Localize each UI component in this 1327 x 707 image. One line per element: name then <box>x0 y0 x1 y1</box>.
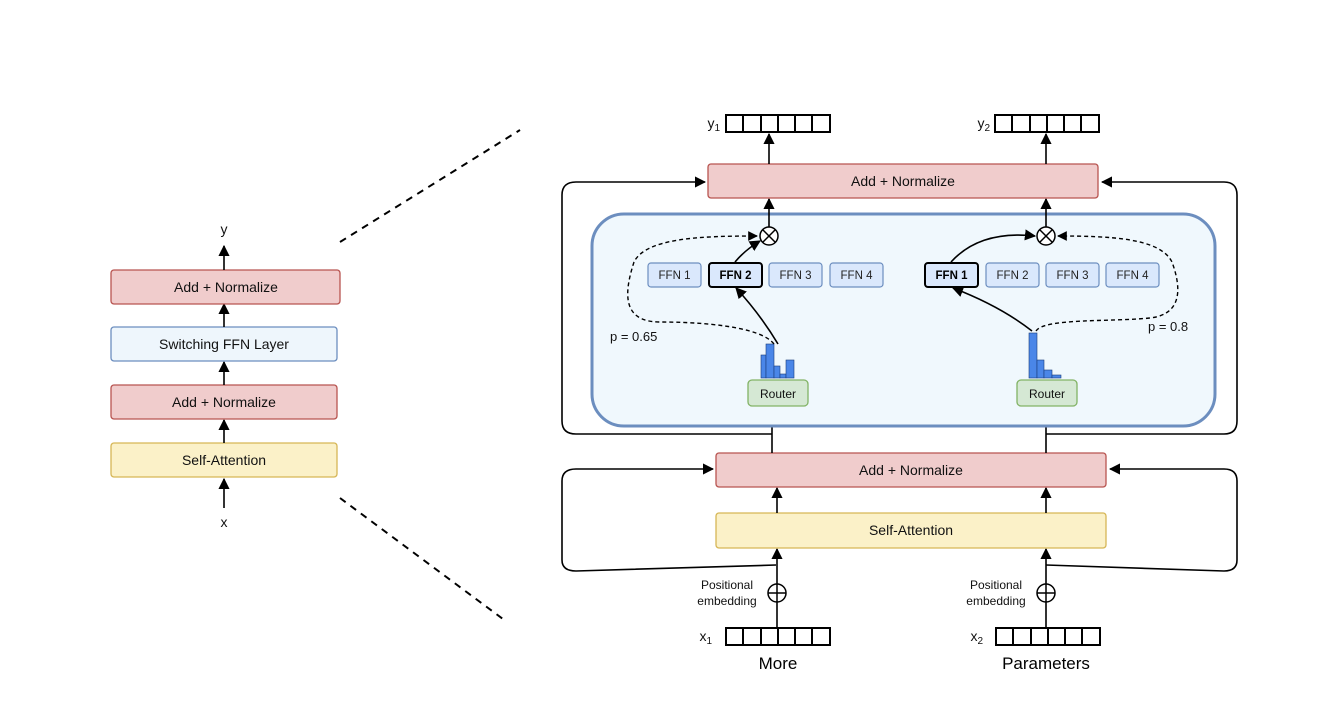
token1-multiply-icon <box>759 226 779 246</box>
token2-expert-ffn-1-label: FFN 1 <box>936 270 969 282</box>
token1-expert-ffn-2-selected <box>708 262 763 288</box>
token2-input-vector <box>995 627 1101 646</box>
left-output-label: y <box>221 221 228 237</box>
token1-expert-ffn-2-label: FFN 2 <box>720 270 752 282</box>
token2-experts: FFN 1 FFN 2 FFN 3 FFN 4 <box>924 262 1160 288</box>
token1-posemb-label-1: Positional <box>701 578 753 592</box>
token2-expert-ffn-3 <box>1045 262 1100 288</box>
left-add-normalize-bottom-label: Add + Normalize <box>172 394 276 410</box>
token1-router-box <box>747 379 809 407</box>
token2-posemb-label-2: embedding <box>966 594 1025 608</box>
token2-expert-ffn-1-selected <box>924 262 979 288</box>
residual-upper-left <box>561 176 772 435</box>
token2-output-label: y2 <box>977 115 990 134</box>
token2-probability-label: p = 0.8 <box>1148 319 1188 334</box>
token1-expert-ffn-4 <box>829 262 884 288</box>
token1-probability-label: p = 0.65 <box>610 329 657 344</box>
token2-router-label: Router <box>1029 387 1065 401</box>
token1-gate-path <box>627 231 775 345</box>
token2-word: Parameters <box>1002 654 1090 673</box>
token1-router-distribution-icon <box>760 343 795 379</box>
token2-multiply-icon <box>1036 226 1056 246</box>
right-add-normalize-top-box <box>707 163 1099 199</box>
left-self-attention-label: Self-Attention <box>182 452 266 468</box>
right-transformer-block: More x1 Positional embedding Parameters … <box>561 114 1238 673</box>
left-add-normalize-top-box <box>110 269 341 305</box>
residual-upper-right <box>1046 176 1238 435</box>
token1-experts: FFN 1 FFN 2 FFN 3 FFN 4 <box>647 262 884 288</box>
right-self-attention-box <box>715 512 1107 549</box>
token1-output-label: y1 <box>707 115 720 134</box>
token1-expert-to-mult <box>734 240 761 263</box>
token1-output-vector <box>725 114 831 133</box>
token2-posemb-label-1: Positional <box>970 578 1022 592</box>
token2-expert-ffn-2-label: FFN 2 <box>997 270 1029 282</box>
left-add-normalize-top-label: Add + Normalize <box>174 279 278 295</box>
token1-expert-ffn-1 <box>647 262 702 288</box>
token1-input-vector <box>725 627 831 646</box>
token1-positional-add-icon <box>767 583 787 603</box>
right-add-normalize-top-label: Add + Normalize <box>851 173 955 189</box>
token1-route-arrow <box>735 287 779 345</box>
token2-gate-path <box>1035 231 1179 332</box>
token2-expert-ffn-2 <box>985 262 1040 288</box>
left-input-label: x <box>221 514 228 530</box>
token1-expert-ffn-4-label: FFN 4 <box>841 270 874 282</box>
left-transformer-block: x Self-Attention Add + Normalize Switchi… <box>110 221 341 530</box>
right-self-attention-label: Self-Attention <box>869 522 953 538</box>
token1-expert-ffn-1-label: FFN 1 <box>659 270 691 282</box>
token1-word: More <box>759 654 798 673</box>
right-add-normalize-bottom-box <box>715 452 1107 488</box>
token2-router-distribution-icon <box>1028 332 1062 379</box>
token2-expert-ffn-4-label: FFN 4 <box>1117 270 1150 282</box>
token1-input-label: x1 <box>699 628 712 647</box>
token2-router-box <box>1016 379 1078 407</box>
residual-lower-right <box>1045 463 1238 572</box>
zoom-line-bottom <box>339 497 508 623</box>
token1-expert-ffn-3-label: FFN 3 <box>780 270 812 282</box>
left-switching-ffn-label: Switching FFN Layer <box>159 336 289 352</box>
right-add-normalize-bottom-label: Add + Normalize <box>859 462 963 478</box>
token2-expert-ffn-4 <box>1105 262 1160 288</box>
token1-expert-ffn-3 <box>768 262 823 288</box>
token2-output-vector <box>994 114 1100 133</box>
token2-expert-ffn-3-label: FFN 3 <box>1057 270 1089 282</box>
token1-router-label: Router <box>760 387 796 401</box>
token1-posemb-label-2: embedding <box>697 594 756 608</box>
zoom-line-top <box>339 129 521 243</box>
token2-input-label: x2 <box>970 628 983 647</box>
token2-expert-to-mult <box>950 229 1037 263</box>
residual-lower-left <box>561 463 777 572</box>
token2-route-arrow <box>951 286 1033 332</box>
token2-positional-add-icon <box>1036 583 1056 603</box>
